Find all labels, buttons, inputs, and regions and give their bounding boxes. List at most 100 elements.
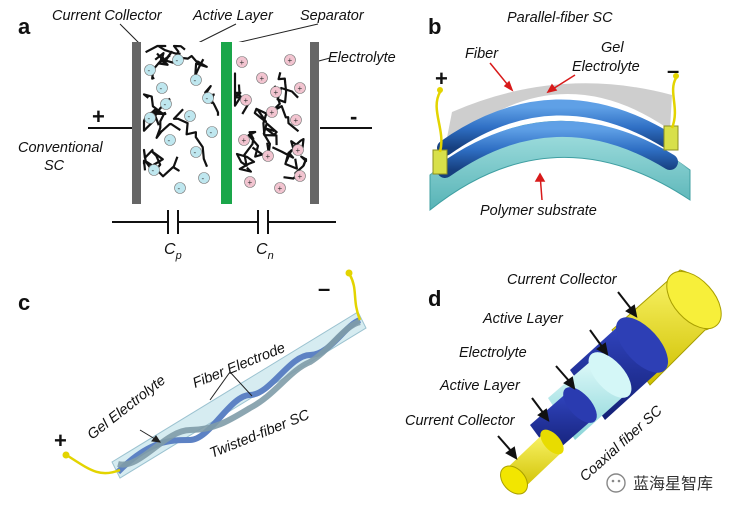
label-separator: Separator	[300, 8, 365, 24]
anion	[164, 134, 176, 146]
fiber	[437, 121, 678, 178]
label-current-collector-inner: Current Collector	[405, 413, 516, 429]
wire-terminal	[62, 451, 70, 459]
ion-sign: +	[296, 146, 301, 155]
active-material-particle	[176, 54, 208, 77]
anion	[156, 82, 168, 94]
fiber-electrode	[117, 319, 361, 468]
ion-sign: +	[298, 84, 303, 93]
electrolyte-end	[588, 352, 632, 398]
label-fiber: Fiber	[465, 46, 499, 62]
ion-sign: +	[270, 108, 275, 117]
ion-sign: -	[160, 84, 163, 93]
active-material-particle	[155, 111, 181, 139]
ion-sign: -	[168, 136, 171, 145]
ion-sign: -	[194, 148, 197, 157]
anion	[190, 74, 202, 86]
ion-sign: -	[148, 114, 151, 123]
panel-c: c – + Fiber Electrode Gel Electrolyte Tw…	[18, 269, 367, 479]
label-gel-electrolyte: Electrolyte	[572, 59, 640, 75]
label-current-collector: Current Collector	[52, 8, 163, 24]
pointer-arrows-d	[497, 291, 638, 460]
panel-d: d Current Collector Active Layer Electro…	[405, 269, 722, 495]
cation	[236, 56, 248, 68]
cation	[256, 72, 268, 84]
wire-terminal	[673, 73, 679, 79]
ion-sign: +	[240, 58, 245, 67]
label-conventional: Conventional	[18, 140, 103, 156]
label-cn: Cn	[256, 241, 274, 262]
outer-active-end	[615, 317, 669, 373]
active-material-particle	[154, 50, 173, 66]
panel-b: b Parallel-fiber SC Fiber Gel Electrolyt…	[428, 10, 691, 219]
plus-sign-c: +	[54, 428, 67, 453]
ion-sign: +	[298, 172, 303, 181]
ion-sign: -	[202, 174, 205, 183]
label-electrolyte-d: Electrolyte	[459, 345, 527, 361]
anion	[206, 126, 218, 138]
cation	[292, 144, 304, 156]
pointer-line	[231, 23, 319, 45]
outer-collector-end	[666, 270, 722, 330]
ion-sign: -	[194, 76, 197, 85]
ion-sign: +	[294, 116, 299, 125]
inner-active-end	[563, 387, 597, 423]
panel-a: a Current Collector Active Layer Separat…	[18, 8, 396, 262]
anion	[198, 172, 210, 184]
cation	[294, 82, 306, 94]
pointer-lines	[139, 371, 253, 443]
cation	[262, 150, 274, 162]
plus-sign-a: +	[92, 104, 105, 129]
lead-wire	[670, 77, 678, 129]
active-material-particle	[235, 152, 256, 173]
cation	[244, 176, 256, 188]
label-gel-electrolyte-c: Gel Electrolyte	[85, 372, 169, 443]
panel-c-letter: c	[18, 290, 30, 315]
anion	[160, 98, 172, 110]
ion-sign: -	[178, 184, 181, 193]
anion	[184, 110, 196, 122]
anion	[190, 146, 202, 158]
ion-sign: -	[206, 94, 209, 103]
lead-wire	[67, 454, 121, 475]
label-active-layer-outer: Active Layer	[482, 311, 564, 327]
ion-sign: -	[152, 166, 155, 175]
ion-sign: +	[260, 74, 265, 83]
gel-electrolyte	[445, 83, 672, 148]
label-polymer-substrate: Polymer substrate	[480, 203, 597, 219]
active-material-particle	[145, 44, 181, 55]
ion-sign: +	[248, 178, 253, 187]
core-end	[500, 465, 528, 495]
active-material-particle	[243, 130, 264, 158]
ion-sign: +	[242, 136, 247, 145]
anion	[174, 182, 186, 194]
anion	[144, 112, 156, 124]
minus-sign-c: –	[318, 276, 330, 301]
separator-membrane	[221, 42, 232, 204]
active-material-particle	[276, 72, 299, 104]
electrode-end-cap	[663, 125, 679, 151]
pointer-line	[119, 23, 141, 45]
label-electrolyte: Electrolyte	[328, 50, 396, 66]
ion-sign: -	[210, 128, 213, 137]
ion-sign: -	[148, 66, 151, 75]
ion-sign: +	[266, 152, 271, 161]
cation	[294, 170, 306, 182]
wire-terminal	[437, 87, 443, 93]
pointer-arrows	[489, 62, 576, 201]
anion	[144, 64, 156, 76]
lead-wire	[435, 91, 443, 153]
anion	[202, 92, 214, 104]
cation	[290, 114, 302, 126]
cation	[238, 134, 250, 146]
equivalent-circuit	[112, 210, 336, 234]
ion-sign: +	[278, 184, 283, 193]
label-gel: Gel	[601, 40, 624, 56]
minus-sign-b: –	[667, 58, 679, 83]
current-collector-right	[310, 42, 319, 204]
active-material-particle	[233, 72, 241, 97]
cation	[240, 94, 252, 106]
watermark: 蓝海星智库	[606, 473, 713, 493]
electrolyte-ions: --------------++++++++++++++	[144, 54, 306, 194]
panel-b-letter: b	[428, 14, 441, 39]
